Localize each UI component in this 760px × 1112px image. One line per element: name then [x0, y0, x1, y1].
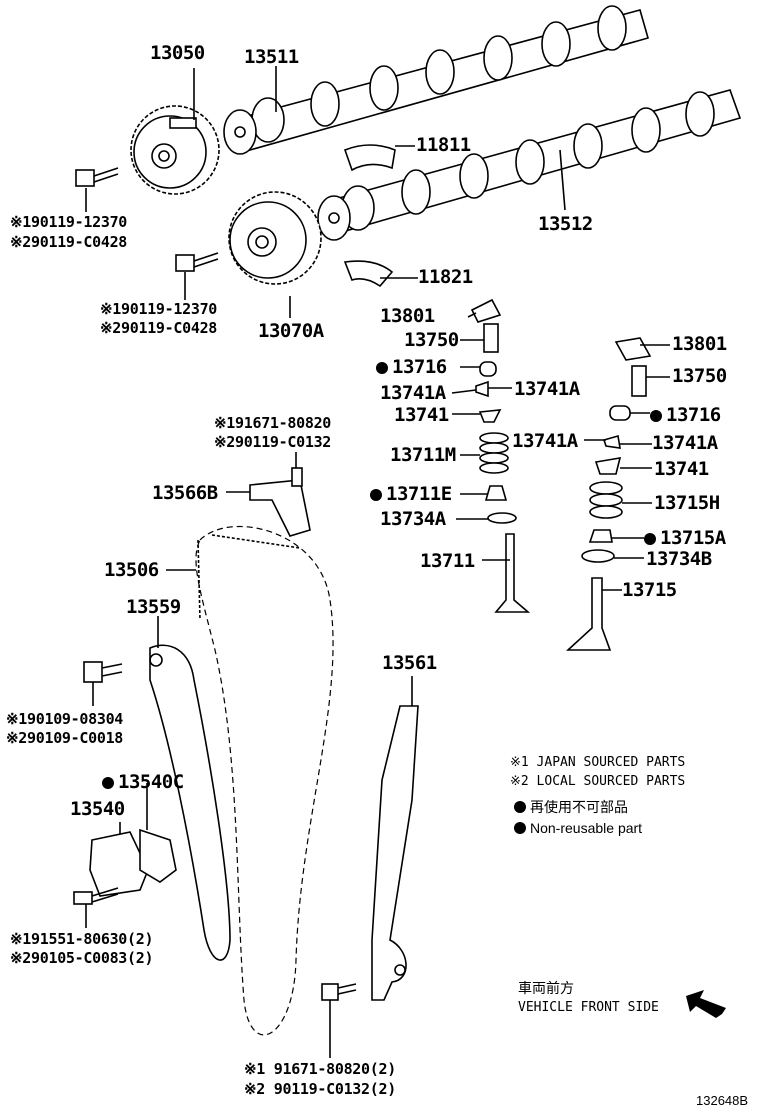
bolt-tensioner	[73, 887, 119, 905]
callout-13716-left-text: 13716	[392, 356, 447, 378]
legend-note-local: ※2 LOCAL SOURCED PARTS	[510, 774, 686, 789]
legend-nonreusable-en: Non-reusable part	[514, 821, 642, 835]
legend-nonreusable-en-text: Non-reusable part	[530, 820, 643, 836]
callout-13711m: 13711M	[390, 444, 456, 466]
legend-note-japan: ※1 JAPAN SOURCED PARTS	[510, 755, 686, 770]
tensioner-arm-13559	[149, 644, 231, 961]
callout-13741-left: 13741	[394, 404, 449, 426]
callout-13711e-text: 13711E	[386, 483, 452, 505]
callout-13512: 13512	[538, 213, 593, 235]
callout-13801-right: 13801	[672, 333, 727, 355]
callout-13741a-left-2: 13741A	[514, 378, 580, 400]
front-direction-arrow	[686, 990, 726, 1018]
camshaft-13511	[223, 5, 649, 155]
callout-13715a-text: 13715A	[660, 527, 726, 549]
callout-13561: 13561	[382, 652, 437, 674]
bolt-callout-2b: ※290119-C0428	[100, 319, 218, 337]
bolt-callout-1b: ※290119-C0428	[10, 233, 128, 251]
bolt-callout-6a: ※1 91671-80820(2)	[244, 1060, 396, 1078]
cam-timing-sprocket-13070a	[228, 191, 322, 285]
callout-13750-right: 13750	[672, 365, 727, 387]
bearing-11811	[343, 144, 396, 172]
figure-id: 132648B	[696, 1093, 749, 1108]
callout-13559: 13559	[126, 596, 181, 618]
nonreusable-marker	[644, 533, 656, 545]
callout-13750-left: 13750	[404, 329, 459, 351]
callout-13715a: 13715A	[644, 529, 726, 548]
timing-chain-13506	[195, 526, 334, 1036]
direction-label-en: VEHICLE FRONT SIDE	[518, 1000, 659, 1015]
bolt-callout-6b: ※2 90119-C0132(2)	[244, 1080, 396, 1098]
callout-13734b: 13734B	[646, 548, 712, 570]
callout-13715: 13715	[622, 579, 677, 601]
bearing-11821	[343, 260, 394, 288]
camshaft-13512	[317, 89, 742, 241]
callout-13566b: 13566B	[152, 482, 218, 504]
bolt-mid-left	[175, 252, 219, 272]
callout-11821: 11821	[418, 266, 473, 288]
bolt-tensioner-arm	[83, 661, 123, 683]
callout-13716-right: 13716	[650, 406, 721, 425]
callout-13511: 13511	[244, 46, 299, 68]
callout-13716-left: 13716	[376, 358, 447, 377]
bolt-upper-left	[75, 167, 119, 187]
bolt-guide-lower	[321, 983, 357, 1001]
bolt-callout-4a: ※190109-08304	[6, 710, 124, 728]
chain-tensioner-13540	[89, 828, 177, 897]
bolt-guide	[291, 467, 303, 487]
legend-nonreusable-jp: 再使用不可部品	[514, 800, 628, 814]
bolt-callout-3b: ※290119-C0132	[214, 433, 332, 451]
callout-13711e: 13711E	[370, 485, 452, 504]
nonreusable-marker	[376, 362, 388, 374]
callout-13734a: 13734A	[380, 508, 446, 530]
chain-guide-13561	[371, 705, 419, 1001]
nonreusable-dot-icon	[514, 822, 526, 834]
callout-13540c: 13540C	[102, 773, 184, 792]
legend-nonreusable-jp-text: 再使用不可部品	[530, 799, 628, 815]
callout-13540c-text: 13540C	[118, 771, 184, 793]
bolt-callout-1a: ※190119-12370	[10, 213, 128, 231]
bolt-callout-3a: ※191671-80820	[214, 414, 332, 432]
nonreusable-dot-icon	[514, 801, 526, 813]
callout-13741a-right-1: 13741A	[512, 430, 578, 452]
nonreusable-marker	[650, 410, 662, 422]
callout-13711: 13711	[420, 550, 475, 572]
callout-13715h: 13715H	[654, 492, 720, 514]
callout-13741a-left-1: 13741A	[380, 382, 446, 404]
valve-train-right	[565, 337, 652, 651]
nonreusable-marker	[102, 777, 114, 789]
callout-13540: 13540	[70, 798, 125, 820]
direction-label-jp: 車両前方	[518, 980, 574, 996]
nonreusable-marker	[370, 489, 382, 501]
callout-13050: 13050	[150, 42, 205, 64]
cam-timing-sprocket-13050	[130, 105, 220, 195]
callout-13070a: 13070A	[258, 320, 324, 342]
bolt-callout-4b: ※290109-C0018	[6, 729, 124, 747]
callout-13716-right-text: 13716	[666, 404, 721, 426]
callout-13741-right: 13741	[654, 458, 709, 480]
callout-13741a-right-2: 13741A	[652, 432, 718, 454]
bolt-callout-5a: ※191551-80630(2)	[10, 930, 154, 948]
callout-13506: 13506	[104, 559, 159, 581]
bolt-callout-2a: ※190119-12370	[100, 300, 218, 318]
chain-guide-13566b	[249, 479, 311, 537]
bolt-callout-5b: ※290105-C0083(2)	[10, 949, 154, 967]
callout-13801-left: 13801	[380, 305, 435, 327]
callout-11811: 11811	[416, 134, 471, 156]
valve-train-left	[470, 298, 531, 613]
